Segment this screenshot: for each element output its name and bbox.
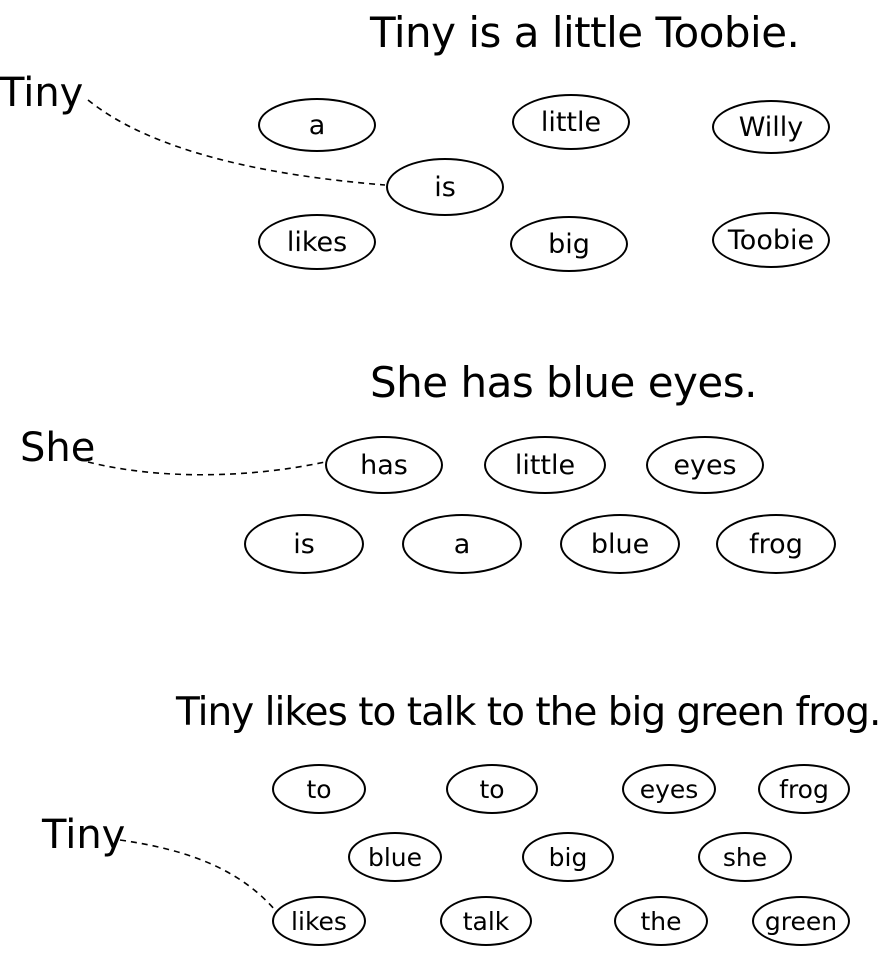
word-bubble[interactable]: is (244, 514, 364, 574)
word-bubble[interactable]: big (522, 832, 614, 882)
word-bubble[interactable]: frog (758, 764, 850, 814)
word-bubble[interactable]: little (512, 94, 630, 150)
connector-line-3 (119, 839, 276, 911)
word-bubble[interactable]: big (510, 216, 628, 272)
word-bubble[interactable]: is (386, 158, 504, 216)
word-bubble[interactable]: Willy (712, 100, 830, 154)
word-bubble[interactable]: eyes (622, 764, 716, 814)
sentence-1: Tiny is a little Toobie. (370, 8, 800, 57)
word-bubble[interactable]: green (752, 896, 850, 946)
word-bubble[interactable]: the (614, 896, 708, 946)
sentence-2: She has blue eyes. (370, 358, 757, 407)
word-bubble[interactable]: she (698, 832, 792, 882)
sentence-3: Tiny likes to talk to the big green frog… (176, 690, 881, 735)
word-bubble[interactable]: a (402, 514, 522, 574)
word-bubble[interactable]: frog (716, 514, 836, 574)
word-bubble[interactable]: to (272, 764, 366, 814)
word-bubble[interactable]: eyes (646, 436, 764, 494)
word-bubble[interactable]: talk (440, 896, 532, 946)
word-bubble[interactable]: little (484, 436, 606, 494)
start-word-3: Tiny (42, 812, 126, 858)
connector-line-2 (87, 461, 326, 476)
word-bubble[interactable]: a (258, 98, 376, 152)
word-bubble[interactable]: likes (258, 214, 376, 270)
start-word-1: Tiny (0, 70, 84, 116)
word-bubble[interactable]: to (446, 764, 538, 814)
word-bubble[interactable]: Toobie (712, 212, 830, 268)
word-bubble[interactable]: has (325, 436, 443, 494)
word-bubble[interactable]: blue (560, 514, 680, 574)
word-bubble[interactable]: likes (272, 896, 366, 946)
word-bubble[interactable]: blue (348, 832, 442, 882)
start-word-2: She (20, 425, 96, 471)
